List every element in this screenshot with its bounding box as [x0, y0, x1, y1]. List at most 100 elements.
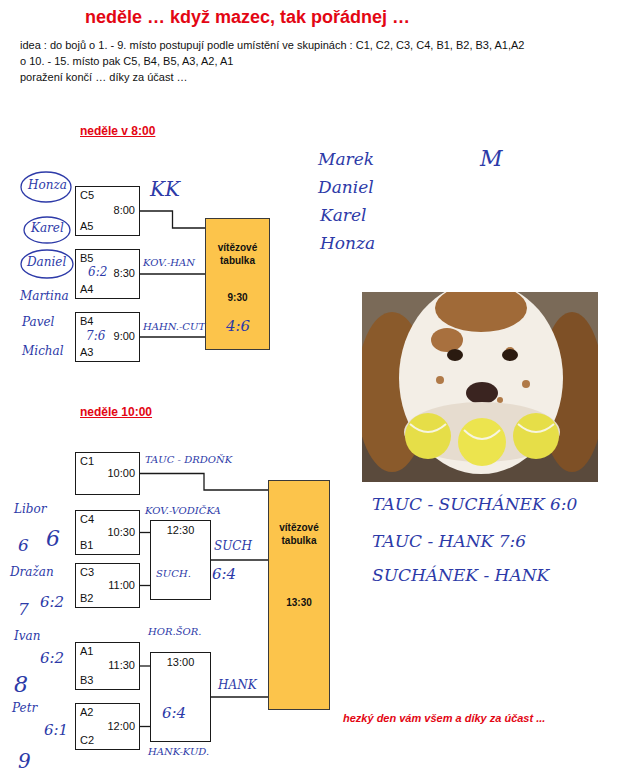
match-time: 8:30 [114, 267, 135, 280]
player-slot: C2 [80, 734, 94, 747]
handwritten-note: Marek [318, 150, 374, 170]
bracket-line [140, 532, 150, 533]
rules-note: o 10. - 15. místo pak C5, B4, B5, A3, A2… [20, 55, 233, 68]
player-slot: B2 [80, 592, 93, 605]
bracket-line [140, 336, 205, 337]
handwritten-note: Karel [31, 222, 64, 236]
player-slot: B3 [80, 674, 93, 687]
player-slot: A1 [80, 645, 93, 658]
match-box: B4 9:00A3 [75, 312, 140, 362]
handwritten-note: 6:2 [88, 266, 107, 280]
handwritten-note: Karel [320, 206, 366, 226]
match-time: 12:00 [107, 720, 135, 733]
round-bracket: 12:30 [150, 520, 211, 600]
handwritten-note: KOV.-VODIČKA [145, 505, 221, 517]
handwritten-note: TAUC - SUCHÁNEK 6:0 [372, 495, 577, 515]
handwritten-note: 6:2 [40, 594, 64, 611]
handwritten-note: Petr [12, 702, 37, 716]
player-slot: C1 [80, 455, 94, 468]
handwritten-note: 6:1 [44, 722, 68, 739]
handwritten-note: HOR.ŠOR. [148, 626, 201, 638]
rules-note: poražení končí … díky za účast … [20, 71, 188, 84]
player-slot: C5 [80, 189, 94, 202]
handwritten-note: Daniel [318, 178, 374, 198]
bracket-line [211, 696, 268, 697]
bracket-line [140, 211, 205, 228]
match-box: C5 8:00A5 [75, 186, 140, 236]
match-box: C3 11:00B2 [75, 563, 140, 608]
section-heading: neděle v 8:00 [80, 124, 155, 138]
handwritten-note: Daniel [27, 256, 66, 270]
player-slot: A3 [80, 346, 93, 359]
handwritten-note: SUCH [214, 540, 252, 554]
name-circles [21, 172, 73, 278]
handwritten-note: 7 [18, 600, 29, 620]
match-time: 13:30 [271, 596, 327, 609]
handwritten-note: 6:2 [40, 650, 64, 667]
section-heading: neděle 10:00 [80, 405, 152, 419]
match-box: C4 10:30B1 [75, 510, 140, 555]
match-time: 12:30 [151, 524, 210, 537]
handwritten-note: Dražan [10, 566, 54, 580]
player-slot: A2 [80, 706, 93, 719]
match-box: C1 10:00 [75, 452, 140, 495]
handwritten-note: 4:6 [226, 318, 250, 335]
handwritten-note: Martina [20, 290, 69, 304]
handwritten-note: Honza [28, 179, 67, 193]
player-slot: C4 [80, 513, 94, 526]
page-title: neděle … když mazec, tak pořádnej … [85, 6, 410, 28]
handwritten-note: 6:4 [212, 566, 236, 583]
handwritten-note: 6 [18, 536, 29, 556]
handwritten-note: SUCH. [156, 568, 191, 580]
winners-heading: vítězové tabulka [208, 241, 267, 267]
bracket-line [140, 273, 205, 274]
match-time: 8:00 [114, 204, 135, 217]
handwritten-note: M [480, 146, 503, 171]
bracket-line [140, 665, 150, 666]
match-time: 11:30 [108, 659, 135, 672]
match-box: B5 8:30A4 [75, 249, 140, 299]
bracket-line [140, 726, 150, 727]
handwritten-note: Michal [22, 345, 64, 359]
handwritten-note: Honza [320, 234, 375, 254]
player-slot: B5 [80, 252, 93, 265]
match-time: 10:30 [107, 526, 135, 539]
closing-note: hezký den vám všem a díky za účast ... [343, 712, 545, 725]
handwritten-note: KOV.-HAN [143, 257, 195, 269]
handwritten-note: Ivan [14, 630, 40, 644]
match-box: A1 11:30B3 [75, 642, 140, 690]
handwritten-note: SUCHÁNEK - HANK [372, 566, 549, 586]
handwritten-note: TAUC - DRDOŇK [145, 454, 232, 466]
match-box: A2 12:00C2 [75, 703, 140, 750]
handwritten-note: HANK [218, 679, 257, 693]
match-time: 9:00 [114, 330, 135, 343]
match-time: 9:30 [208, 291, 267, 304]
player-slot: C3 [80, 566, 94, 579]
bracket-line [211, 559, 268, 560]
dog-photo [362, 292, 598, 482]
handwritten-note: 7:6 [86, 330, 105, 344]
handwritten-note: HAHN.-CUT [143, 321, 205, 333]
bracket-line [140, 474, 268, 491]
bracket-line [140, 585, 150, 586]
player-slot: B4 [80, 315, 93, 328]
player-slot: A4 [80, 283, 93, 296]
rules-note: idea : do bojů o 1. - 9. místo postupují… [20, 39, 524, 52]
handwritten-note: 9 [18, 750, 31, 773]
handwritten-note: Pavel [22, 316, 54, 330]
round-bracket: 13:00 [150, 652, 211, 742]
handwritten-note: Libor [14, 503, 46, 517]
handwritten-note: 8 [14, 672, 28, 697]
handwritten-note: TAUC - HANK 7:6 [372, 532, 526, 552]
player-slot: A5 [80, 220, 93, 233]
match-time: 11:00 [108, 579, 135, 592]
handwritten-note: HANK-KUD. [148, 746, 209, 758]
player-slot: B1 [80, 539, 93, 552]
winners-box: vítězové tabulka13:30 [268, 480, 330, 710]
handwritten-note: 6:4 [162, 705, 186, 722]
handwritten-note: 6 [46, 526, 60, 551]
match-time: 10:00 [107, 467, 135, 480]
handwritten-note: KK [150, 178, 180, 201]
match-time: 13:00 [151, 656, 210, 669]
